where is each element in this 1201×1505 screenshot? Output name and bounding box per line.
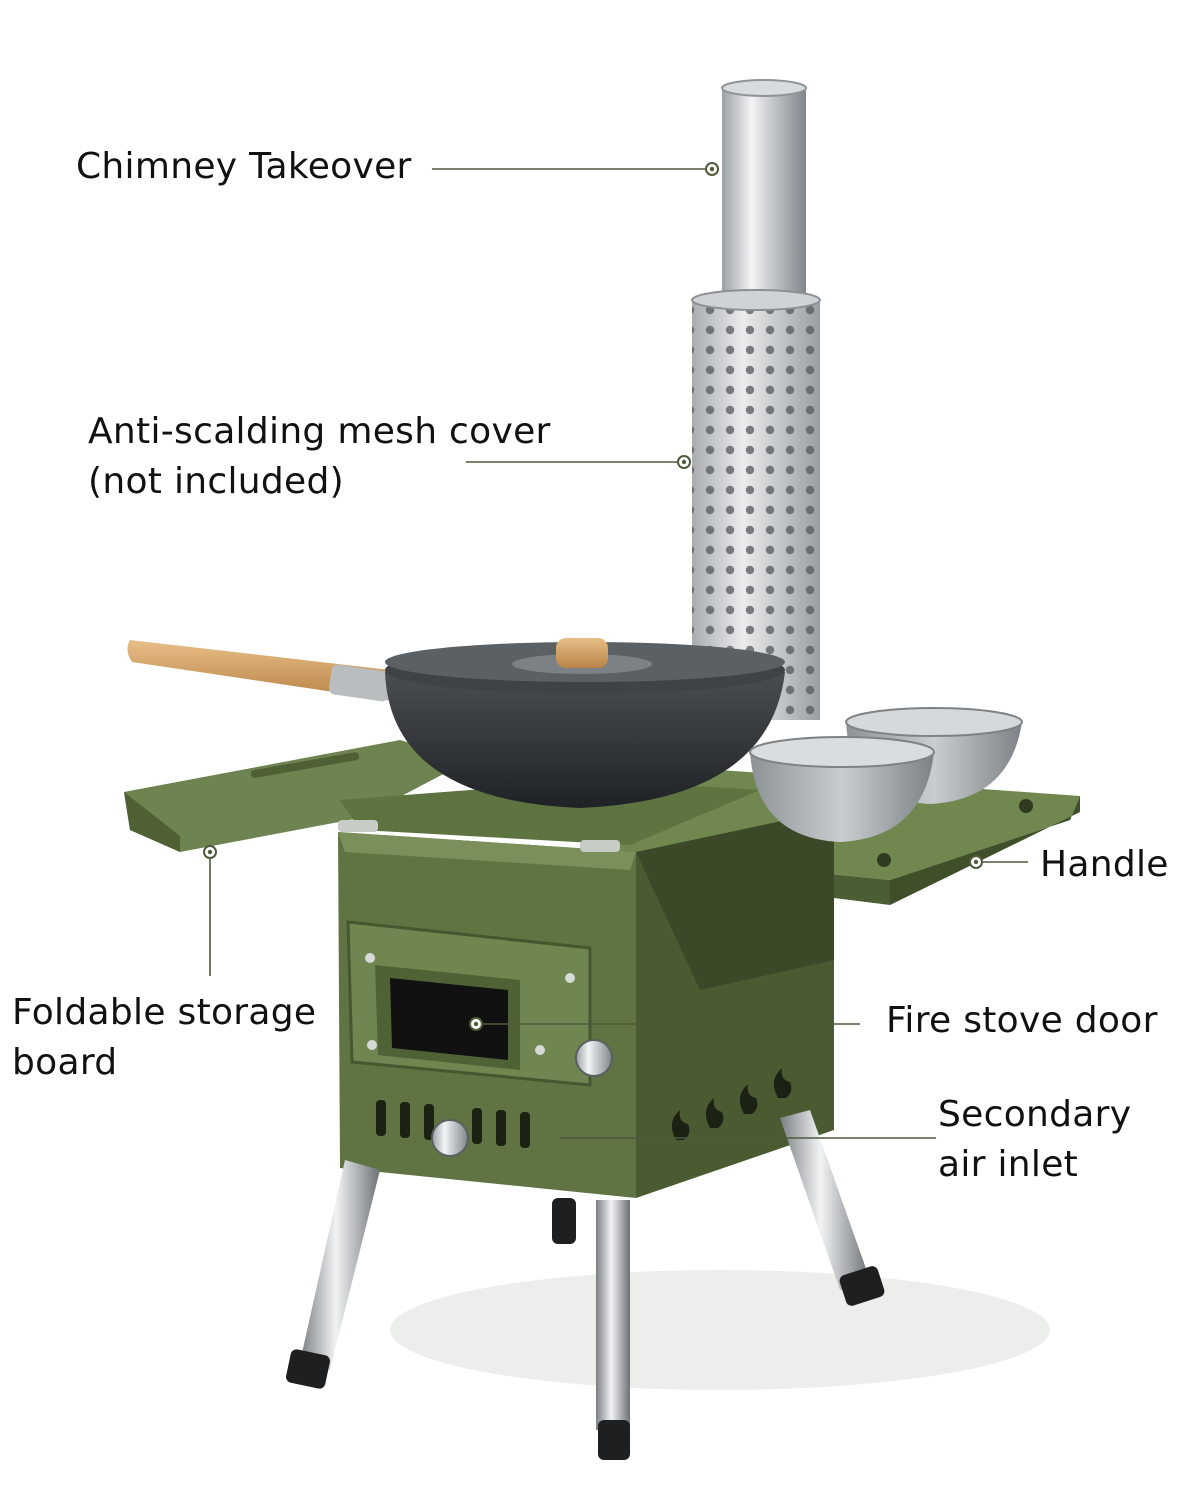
callout-board-line2: board	[12, 1041, 118, 1083]
callout-chimney-text: Chimney Takeover	[76, 146, 412, 187]
stove-body	[338, 810, 834, 1198]
storage-board-left	[124, 740, 470, 852]
board-hinges	[338, 820, 620, 852]
callout-mesh-cover: Anti-scalding mesh cover (not included)	[88, 407, 551, 506]
air-inlet-slots	[376, 1100, 530, 1157]
stove-door	[346, 920, 613, 1087]
stove-legs	[286, 1110, 885, 1460]
chimney-pipe	[721, 79, 807, 308]
callout-mesh-line1: Anti-scalding mesh cover	[88, 411, 551, 452]
callout-air-line2: air inlet	[938, 1143, 1079, 1185]
callout-chimney-takeover: Chimney Takeover	[76, 142, 412, 192]
ground-shadow	[390, 1270, 1050, 1390]
callout-storage-board: Foldable storage board	[12, 988, 316, 1087]
callout-handle-text: Handle	[1040, 844, 1169, 885]
leader-lines	[209, 168, 1028, 1139]
callout-air-inlet: Secondary air inlet	[938, 1090, 1131, 1189]
callout-door-text: Fire stove door	[886, 1000, 1158, 1041]
callout-handle: Handle	[1040, 840, 1169, 890]
callout-air-line1: Secondary	[938, 1094, 1132, 1135]
callout-fire-door: Fire stove door	[886, 996, 1158, 1046]
wok	[127, 638, 785, 808]
bowls	[749, 707, 1023, 842]
flame-vents	[671, 1068, 792, 1140]
callout-mesh-line2: (not included)	[88, 460, 344, 502]
callout-board-line1: Foldable storage	[12, 992, 317, 1033]
leader-dots	[203, 162, 983, 1031]
